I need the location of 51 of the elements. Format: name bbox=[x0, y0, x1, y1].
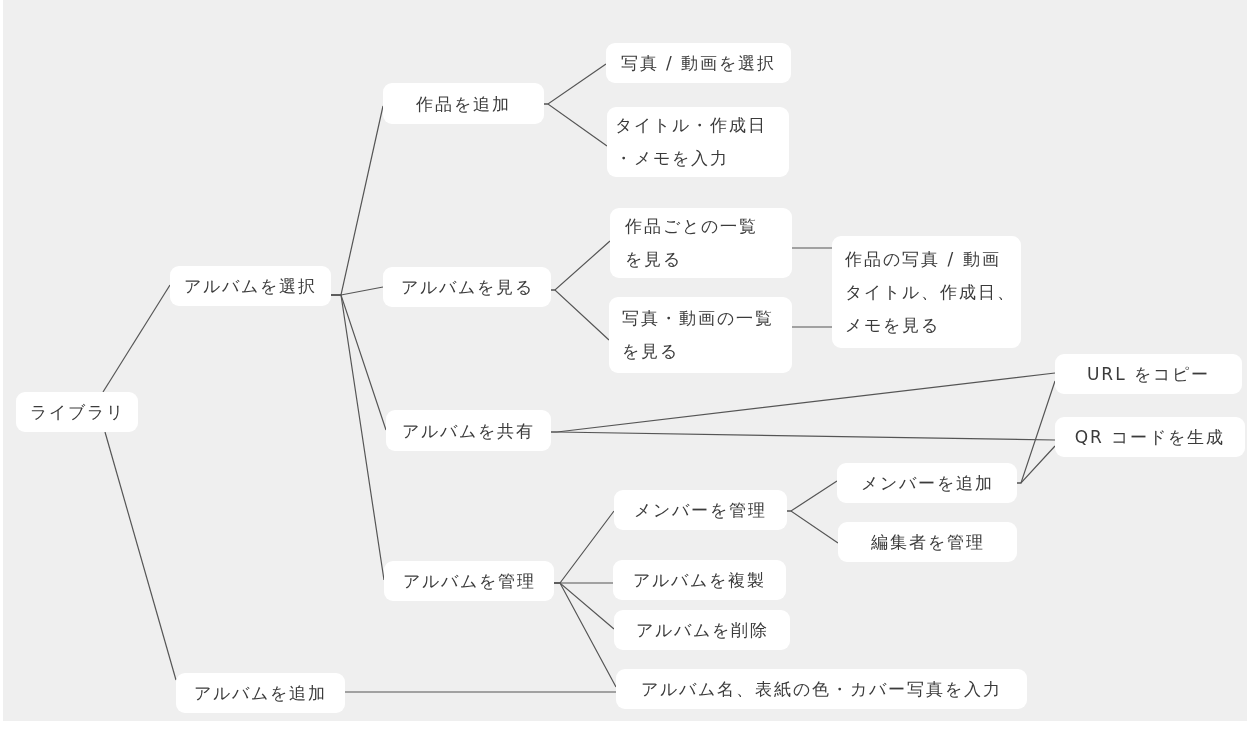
connector-line bbox=[550, 289, 610, 341]
topic-label: メンバーを追加 bbox=[860, 472, 994, 495]
topic-label: アルバムを選択 bbox=[184, 275, 317, 298]
topic-label: アルバムを見る bbox=[400, 276, 534, 299]
topic-card bbox=[832, 236, 1021, 348]
topic-label: アルバムを複製 bbox=[633, 569, 766, 592]
topic-card bbox=[386, 410, 551, 451]
topic-card bbox=[383, 83, 544, 124]
topic-card bbox=[384, 561, 554, 601]
topic-label: アルバムを共有 bbox=[402, 419, 535, 443]
topic-label: メンバーを管理 bbox=[634, 499, 767, 522]
topic-label: 編集者を管理 bbox=[870, 531, 985, 554]
topic-card bbox=[616, 669, 1027, 709]
topic-card bbox=[610, 208, 792, 278]
topic-label: 作品ごとの一覧を見る bbox=[625, 215, 759, 271]
connector-line bbox=[104, 431, 177, 681]
connector-line bbox=[344, 691, 617, 693]
topic-card bbox=[838, 522, 1017, 562]
connector-line bbox=[553, 582, 617, 688]
topic-card bbox=[607, 107, 789, 177]
connector-line bbox=[102, 284, 171, 393]
topic-label: URL をコピー bbox=[1086, 363, 1211, 386]
topic-label: アルバム名、表紙の色・カバー写真を入力 bbox=[641, 678, 1002, 701]
topic-label: アルバムを管理 bbox=[402, 570, 536, 593]
topic-card bbox=[176, 673, 345, 713]
connector-line bbox=[791, 326, 833, 328]
topic-label: 作品を追加 bbox=[416, 92, 511, 116]
topic-label: 写真・動画の一覧を見る bbox=[622, 307, 775, 363]
connector-line bbox=[791, 247, 833, 249]
topic-card bbox=[16, 392, 138, 432]
topic-label: QR コードを生成 bbox=[1074, 426, 1226, 449]
topic-card bbox=[1055, 417, 1245, 457]
topic-label: 作品の写真 / 動画タイトル、作成日、メモを見る bbox=[845, 247, 1017, 337]
topic-label: アルバムを追加 bbox=[194, 682, 327, 705]
topic-label: ライブラリ bbox=[29, 401, 125, 424]
topic-card bbox=[606, 43, 791, 83]
topic-card bbox=[614, 610, 790, 650]
connector-line bbox=[543, 103, 608, 147]
topic-card bbox=[1055, 354, 1242, 394]
connector-line bbox=[1016, 445, 1056, 484]
connector-line bbox=[550, 431, 1056, 441]
connector-line bbox=[786, 510, 839, 544]
topic-label: タイトル・作成日・メモを入力 bbox=[615, 114, 768, 170]
topic-card bbox=[614, 490, 787, 530]
topic-card bbox=[837, 463, 1017, 503]
topic-card bbox=[383, 267, 551, 307]
topic-card bbox=[609, 297, 792, 373]
topic-card bbox=[613, 560, 786, 600]
topic-card bbox=[170, 266, 331, 306]
topic-label: 写真 / 動画を選択 bbox=[620, 52, 777, 75]
topic-label: アルバムを削除 bbox=[635, 619, 769, 642]
